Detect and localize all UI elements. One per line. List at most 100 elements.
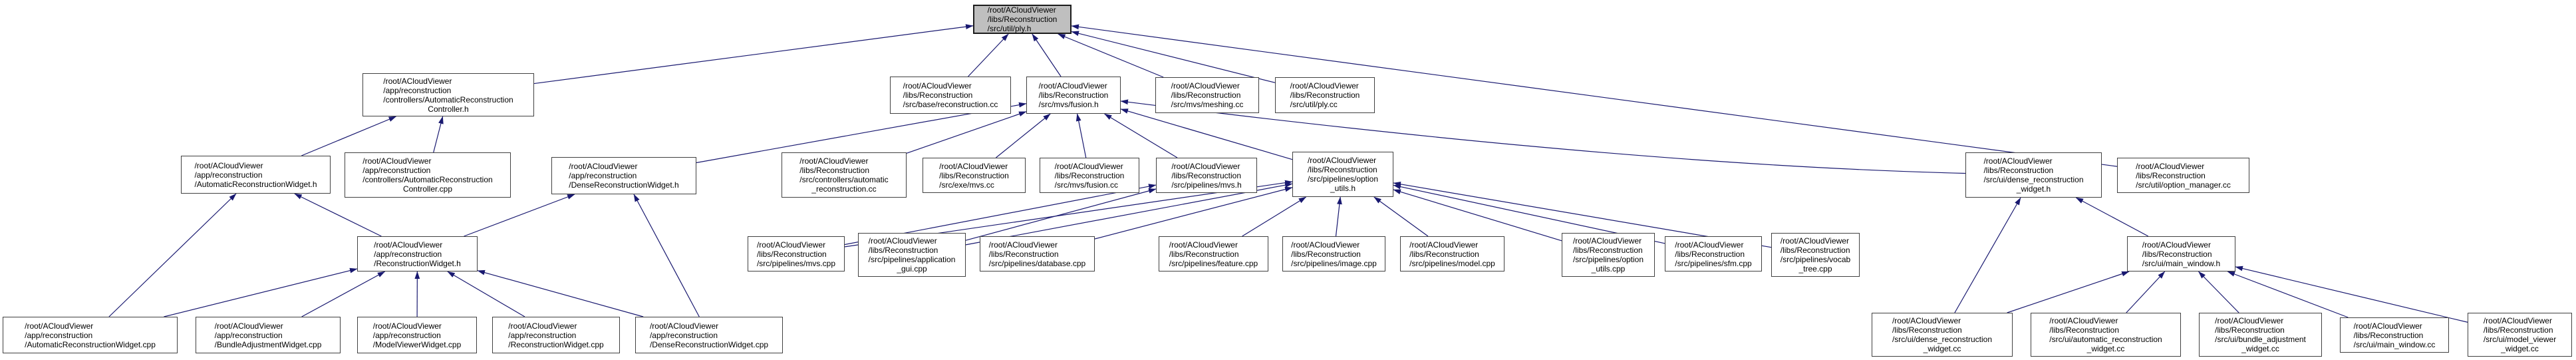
include-edge-option_utils_h-to-fusion_h: [1120, 108, 1293, 160]
include-edge-drw_cpp-to-drw_h_app: [633, 194, 700, 317]
graph-node-drw_h_app[interactable]: /root/ACloudViewer/app/reconstruction/De…: [551, 157, 696, 194]
graph-node-model_cpp[interactable]: /root/ACloudViewer/libs/Reconstruction/s…: [1400, 236, 1504, 271]
include-edge-option_utils_cpp-to-option_utils_h: [1393, 189, 1562, 242]
node-label: /root/ACloudViewer/libs/Reconstruction/s…: [799, 156, 889, 194]
node-label: /root/ACloudViewer/app/reconstruction/Au…: [25, 321, 156, 349]
node-label: /root/ACloudViewer/libs/Reconstruction/s…: [1675, 240, 1752, 268]
node-label: /root/ACloudViewer/libs/Reconstruction/s…: [2049, 316, 2162, 353]
graph-node-baw_cpp[interactable]: /root/ACloudViewer/app/reconstruction/Bu…: [196, 317, 341, 353]
graph-node-arw_cpp[interactable]: /root/ACloudViewer/app/reconstruction/Au…: [3, 317, 178, 353]
graph-node-arc_h[interactable]: /root/ACloudViewer/app/reconstruction/co…: [362, 73, 534, 116]
node-label: /root/ACloudViewer/libs/Reconstruction/s…: [1409, 240, 1495, 268]
include-edge-rw_h-to-arw_h: [294, 193, 382, 237]
include-edge-ui_mvw_cc-to-ui_mw_h: [2235, 266, 2468, 323]
graph-node-ui_baw_cc[interactable]: /root/ACloudViewer/libs/Reconstruction/s…: [2199, 313, 2322, 357]
include-edge-arw_h-to-arc_h: [301, 116, 397, 156]
node-label: /root/ACloudViewer/libs/Reconstruction/s…: [1171, 81, 1244, 109]
include-edge-ui_drw_cc-to-ui_mw_h: [2007, 271, 2130, 313]
node-label: /root/ACloudViewer/app/reconstruction/co…: [362, 156, 493, 194]
graph-node-auto_recon_cc[interactable]: /root/ACloudViewer/libs/Reconstruction/s…: [782, 152, 907, 198]
graph-node-ply_h[interactable]: /root/ACloudViewer/libs/Reconstruction/s…: [973, 5, 1072, 34]
node-label: /root/ACloudViewer/libs/Reconstruction/s…: [2353, 321, 2436, 349]
include-edge-baw_cpp-to-rw_h: [301, 271, 386, 317]
node-label: /root/ACloudViewer/libs/Reconstruction/s…: [939, 161, 1009, 190]
include-edge-rw_h-to-drw_h_app: [464, 194, 575, 237]
graph-node-database_cpp[interactable]: /root/ACloudViewer/libs/Reconstruction/s…: [980, 236, 1095, 271]
graph-node-rw_h[interactable]: /root/ACloudViewer/app/reconstruction/Re…: [357, 236, 478, 271]
graph-node-meshing_cc[interactable]: /root/ACloudViewer/libs/Reconstruction/s…: [1155, 77, 1259, 113]
node-label: /root/ACloudViewer/app/reconstruction/De…: [649, 321, 769, 349]
graph-node-ui_drw_cc[interactable]: /root/ACloudViewer/libs/Reconstruction/s…: [1872, 313, 2013, 357]
include-edge-auto_recon_cc-to-fusion_h: [906, 111, 1027, 154]
include-edge-app_gui_cpp-to-pipe_mvs_h: [965, 188, 1157, 241]
graph-node-image_cpp[interactable]: /root/ACloudViewer/libs/Reconstruction/s…: [1282, 236, 1385, 271]
node-label: /root/ACloudViewer/libs/Reconstruction/s…: [1983, 156, 2084, 194]
node-label: /root/ACloudViewer/app/reconstruction/De…: [569, 162, 679, 190]
include-edge-ui_drw_cc-to-ui_drw_h: [1954, 197, 2021, 313]
node-label: /root/ACloudViewer/libs/Reconstruction/s…: [1171, 161, 1242, 190]
graph-node-mvw_cpp[interactable]: /root/ACloudViewer/app/reconstruction/Mo…: [357, 317, 477, 353]
node-label: /root/ACloudViewer/libs/Reconstruction/s…: [988, 240, 1086, 268]
graph-node-sfm_cpp[interactable]: /root/ACloudViewer/libs/Reconstruction/s…: [1665, 236, 1762, 271]
graph-node-vocab_tree_cpp[interactable]: /root/ACloudViewer/libs/Reconstruction/s…: [1771, 233, 1860, 277]
graph-node-ui_mw_h[interactable]: /root/ACloudViewer/libs/Reconstruction/s…: [2127, 236, 2235, 271]
include-edge-ui_arw_cc-to-ui_mw_h: [2126, 271, 2166, 313]
graph-node-arw_h[interactable]: /root/ACloudViewer/app/reconstruction/Au…: [181, 156, 331, 194]
node-label: /root/ACloudViewer/app/reconstruction/Mo…: [372, 321, 462, 349]
node-label: /root/ACloudViewer/libs/Reconstruction/s…: [1307, 156, 1379, 193]
graph-node-pipe_mvs_h[interactable]: /root/ACloudViewer/libs/Reconstruction/s…: [1156, 158, 1257, 193]
include-edge-ui_drw_h-to-fusion_h: [1120, 99, 1966, 174]
node-label: /root/ACloudViewer/libs/Reconstruction/s…: [1290, 81, 1360, 109]
node-label: /root/ACloudViewer/libs/Reconstruction/s…: [868, 236, 956, 273]
graph-node-fusion_h[interactable]: /root/ACloudViewer/libs/Reconstruction/s…: [1026, 77, 1121, 114]
include-edge-pipe_mvs_h-to-fusion_h: [1104, 113, 1178, 158]
node-label: /root/ACloudViewer/app/reconstruction/Au…: [194, 160, 317, 189]
node-label: /root/ACloudViewer/libs/Reconstruction/s…: [903, 81, 998, 109]
graph-node-option_utils_cpp[interactable]: /root/ACloudViewer/libs/Reconstruction/s…: [1562, 233, 1655, 277]
node-label: /root/ACloudViewer/libs/Reconstruction/s…: [987, 5, 1058, 33]
node-label: /root/ACloudViewer/libs/Reconstruction/s…: [756, 240, 836, 268]
graph-node-feature_cpp[interactable]: /root/ACloudViewer/libs/Reconstruction/s…: [1159, 236, 1268, 271]
node-label: /root/ACloudViewer/libs/Reconstruction/s…: [1572, 236, 1644, 273]
graph-node-reconstruction_cc[interactable]: /root/ACloudViewer/libs/Reconstruction/s…: [890, 77, 1011, 114]
graph-node-fusion_cc[interactable]: /root/ACloudViewer/libs/Reconstruction/s…: [1040, 158, 1139, 193]
node-label: /root/ACloudViewer/libs/Reconstruction/s…: [1780, 236, 1851, 273]
include-edge-model_cpp-to-option_utils_h: [1373, 196, 1429, 237]
include-edge-image_cpp-to-option_utils_h: [1335, 196, 1342, 237]
node-label: /root/ACloudViewer/libs/Reconstruction/s…: [1169, 240, 1258, 268]
include-edge-arc_h-to-ply_h: [533, 24, 974, 85]
include-edge-fusion_h-to-ply_h: [1032, 33, 1062, 77]
graph-node-ui_mw_cc[interactable]: /root/ACloudViewer/libs/Reconstruction/s…: [2340, 317, 2449, 353]
graph-node-rw_cpp[interactable]: /root/ACloudViewer/app/reconstruction/Re…: [492, 317, 620, 353]
graph-node-arc_cpp[interactable]: /root/ACloudViewer/app/reconstruction/co…: [345, 152, 511, 198]
include-edge-rw_cpp-to-rw_h: [447, 271, 525, 317]
include-edge-drw_cpp-to-rw_h: [477, 270, 644, 317]
graph-node-ui_mvw_cc[interactable]: /root/ACloudViewer/libs/Reconstruction/s…: [2468, 313, 2572, 357]
graph-node-ui_arw_cc[interactable]: /root/ACloudViewer/libs/Reconstruction/s…: [2031, 313, 2181, 357]
include-edge-ui_baw_cc-to-ui_mw_h: [2198, 271, 2239, 313]
graph-node-ply_cc[interactable]: /root/ACloudViewer/libs/Reconstruction/s…: [1275, 77, 1375, 113]
node-label: /root/ACloudViewer/libs/Reconstruction/s…: [1291, 240, 1377, 268]
node-label: /root/ACloudViewer/app/reconstruction/co…: [383, 76, 513, 114]
include-edge-feature_cpp-to-option_utils_h: [1242, 196, 1307, 237]
graph-node-ui_drw_h[interactable]: /root/ACloudViewer/libs/Reconstruction/s…: [1965, 152, 2102, 198]
node-label: /root/ACloudViewer/app/reconstruction/Bu…: [214, 321, 322, 349]
graph-node-option_manager_cc[interactable]: /root/ACloudViewer/libs/Reconstruction/s…: [2117, 158, 2249, 193]
include-edge-arw_cpp-to-arw_h: [108, 193, 237, 317]
graph-node-drw_cpp[interactable]: /root/ACloudViewer/app/reconstruction/De…: [635, 317, 783, 353]
graph-node-option_utils_h[interactable]: /root/ACloudViewer/libs/Reconstruction/s…: [1292, 152, 1393, 197]
include-edge-reconstruction_cc-to-ply_h: [968, 33, 1009, 77]
include-edge-meshing_cc-to-ply_h: [1058, 33, 1164, 78]
include-edge-fusion_cc-to-fusion_h: [1075, 113, 1087, 158]
node-label: /root/ACloudViewer/libs/Reconstruction/s…: [2483, 316, 2557, 353]
include-edge-ply_cc-to-ply_h: [1071, 31, 1276, 83]
include-edge-ui_mw_h-to-ui_drw_h: [2075, 197, 2149, 237]
graph-node-exe_mvs_cc[interactable]: /root/ACloudViewer/libs/Reconstruction/s…: [923, 158, 1026, 193]
graph-node-app_gui_cpp[interactable]: /root/ACloudViewer/libs/Reconstruction/s…: [858, 233, 966, 277]
node-label: /root/ACloudViewer/libs/Reconstruction/s…: [1054, 161, 1125, 190]
node-label: /root/ACloudViewer/app/reconstruction/Re…: [374, 240, 461, 268]
node-label: /root/ACloudViewer/libs/Reconstruction/s…: [1038, 81, 1109, 109]
graph-node-pipe_mvs_cpp[interactable]: /root/ACloudViewer/libs/Reconstruction/s…: [748, 236, 845, 271]
node-label: /root/ACloudViewer/libs/Reconstruction/s…: [1892, 316, 1993, 353]
